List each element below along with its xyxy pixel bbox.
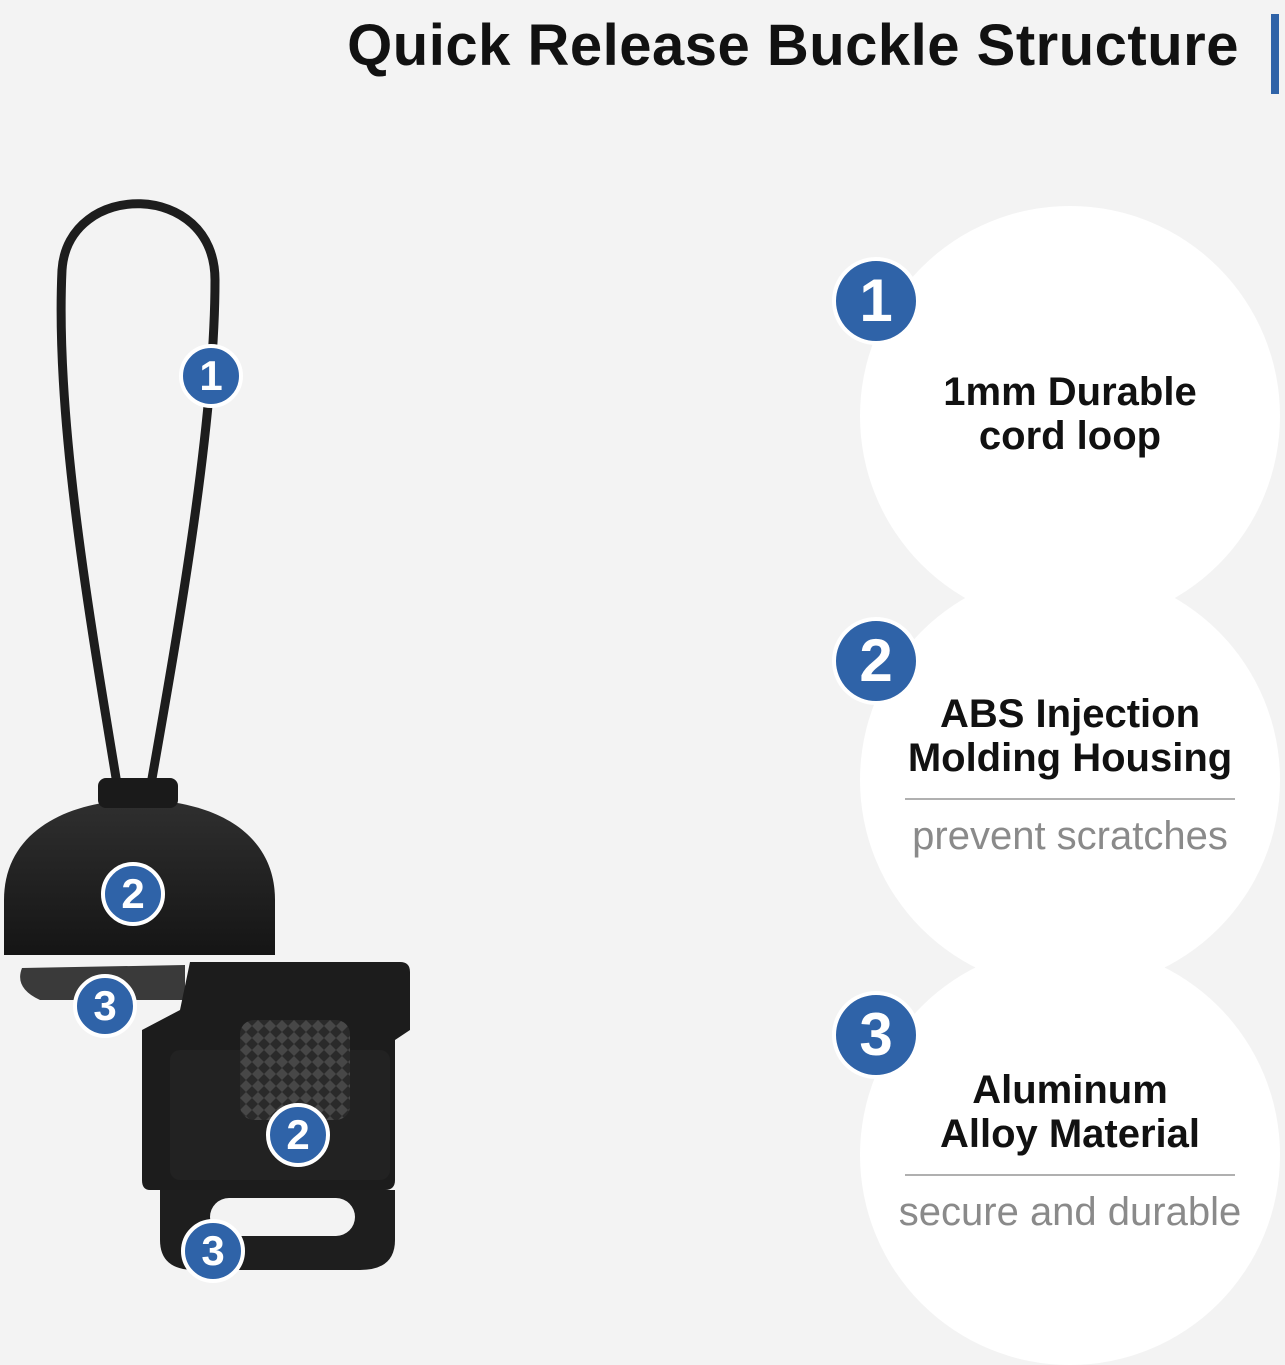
feature-3-divider [905, 1174, 1235, 1176]
feature-1-circle [860, 206, 1280, 626]
title-accent-bar [1271, 14, 1279, 94]
page-title: Quick Release Buckle Structure [347, 13, 1239, 78]
feature-2-title-line-1: ABS Injection [939, 692, 1201, 736]
marker-2-button: 2 [266, 1103, 330, 1167]
feature-3-subtitle: secure and durable [898, 1190, 1242, 1234]
feature-3-badge: 3 [832, 991, 920, 1079]
marker-3-plate: 3 [73, 974, 137, 1038]
feature-1-title-line-2: cord loop [978, 414, 1162, 458]
feature-2-badge: 2 [832, 617, 920, 705]
feature-2-circle [860, 570, 1280, 990]
cord-loop [56, 199, 220, 795]
buckle-product-image [4, 199, 410, 1270]
feature-2-title-line-2: Molding Housing [907, 736, 1233, 780]
marker-1-cord: 1 [179, 344, 243, 408]
feature-2-text: ABS Injection Molding Housing prevent sc… [880, 692, 1260, 858]
feature-1-text: 1mm Durable cord loop [880, 370, 1260, 458]
feature-2-divider [905, 798, 1235, 800]
marker-3-tab: 3 [181, 1219, 245, 1283]
marker-2-cap: 2 [101, 862, 165, 926]
feature-3-text: Aluminum Alloy Material secure and durab… [880, 1068, 1260, 1234]
feature-1-title-line-1: 1mm Durable [943, 370, 1197, 414]
feature-3-title-line-2: Alloy Material [939, 1112, 1201, 1156]
feature-1-badge: 1 [832, 257, 920, 345]
feature-2-subtitle: prevent scratches [912, 814, 1228, 858]
feature-3-title-line-1: Aluminum [972, 1068, 1168, 1112]
